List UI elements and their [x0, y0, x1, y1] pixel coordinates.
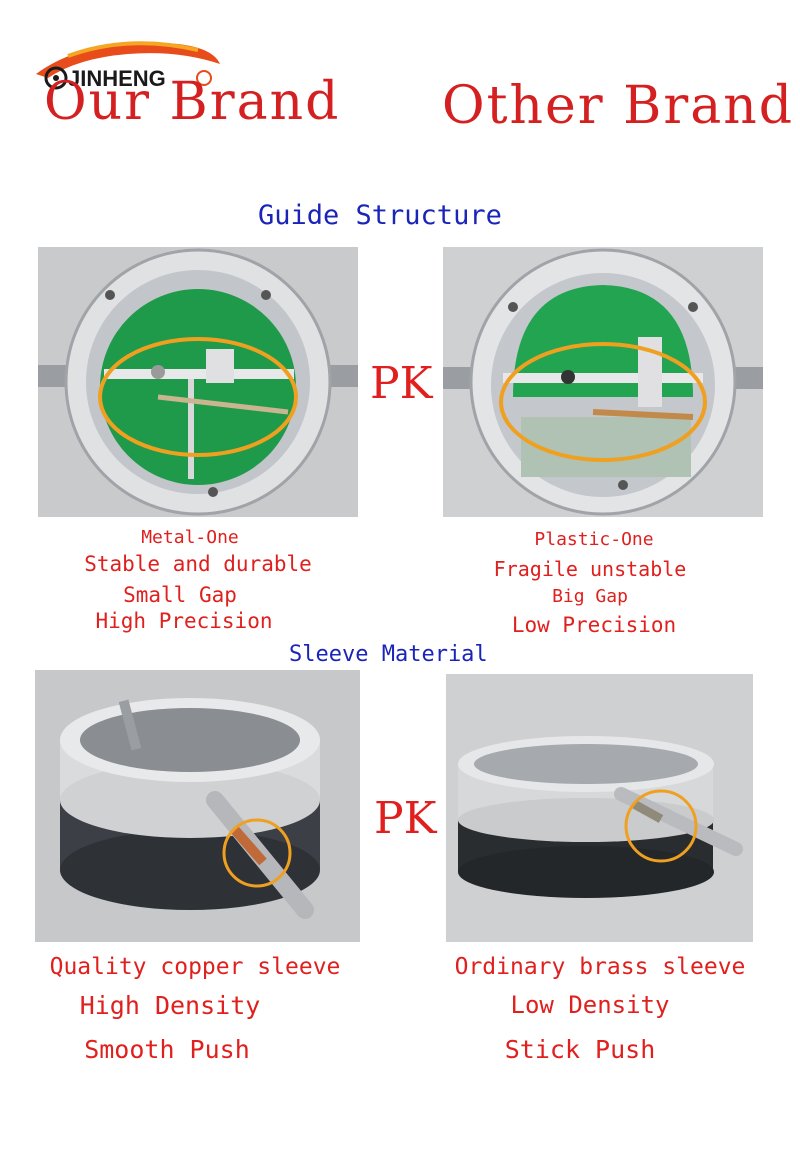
copper-sleeve-photo: [35, 670, 360, 942]
ordinary-brass-sleeve-text: Ordinary brass sleeve: [454, 954, 746, 980]
brass-sleeve-photo: [446, 674, 753, 942]
high-density-text: High Density: [79, 991, 261, 1020]
metal-one-text: Metal-One: [141, 527, 239, 548]
high-precision-text: High Precision: [95, 609, 273, 633]
smooth-push-text: Smooth Push: [84, 1035, 250, 1064]
fragile-unstable-text: Fragile unstable: [493, 557, 687, 581]
metal-guide-photo: [38, 247, 358, 517]
brand-logo: JINHENG: [28, 34, 228, 94]
big-gap-text: Big Gap: [552, 586, 628, 607]
stick-push-text: Stick Push: [504, 1035, 656, 1064]
logo-swoosh-icon: [36, 41, 220, 90]
pk-label-guide: PK: [370, 358, 433, 409]
other-brand-heading: Other Brand: [442, 76, 795, 136]
plastic-one-text: Plastic-One: [534, 529, 654, 550]
low-precision-text: Low Precision: [511, 613, 677, 637]
plastic-guide-photo: [443, 247, 763, 517]
sleeve-material-title: Sleeve Material: [289, 642, 488, 667]
small-gap-text: Small Gap: [123, 583, 237, 607]
stable-durable-text: Stable and durable: [84, 552, 312, 576]
logo-text: JINHENG: [68, 66, 166, 91]
pk-label-sleeve: PK: [374, 793, 437, 844]
our-brand-heading: Our Brand: [44, 72, 341, 132]
guide-structure-title: Guide Structure: [258, 200, 502, 231]
low-density-text: Low Density: [510, 991, 670, 1019]
quality-copper-sleeve-text: Quality copper sleeve: [49, 954, 341, 980]
